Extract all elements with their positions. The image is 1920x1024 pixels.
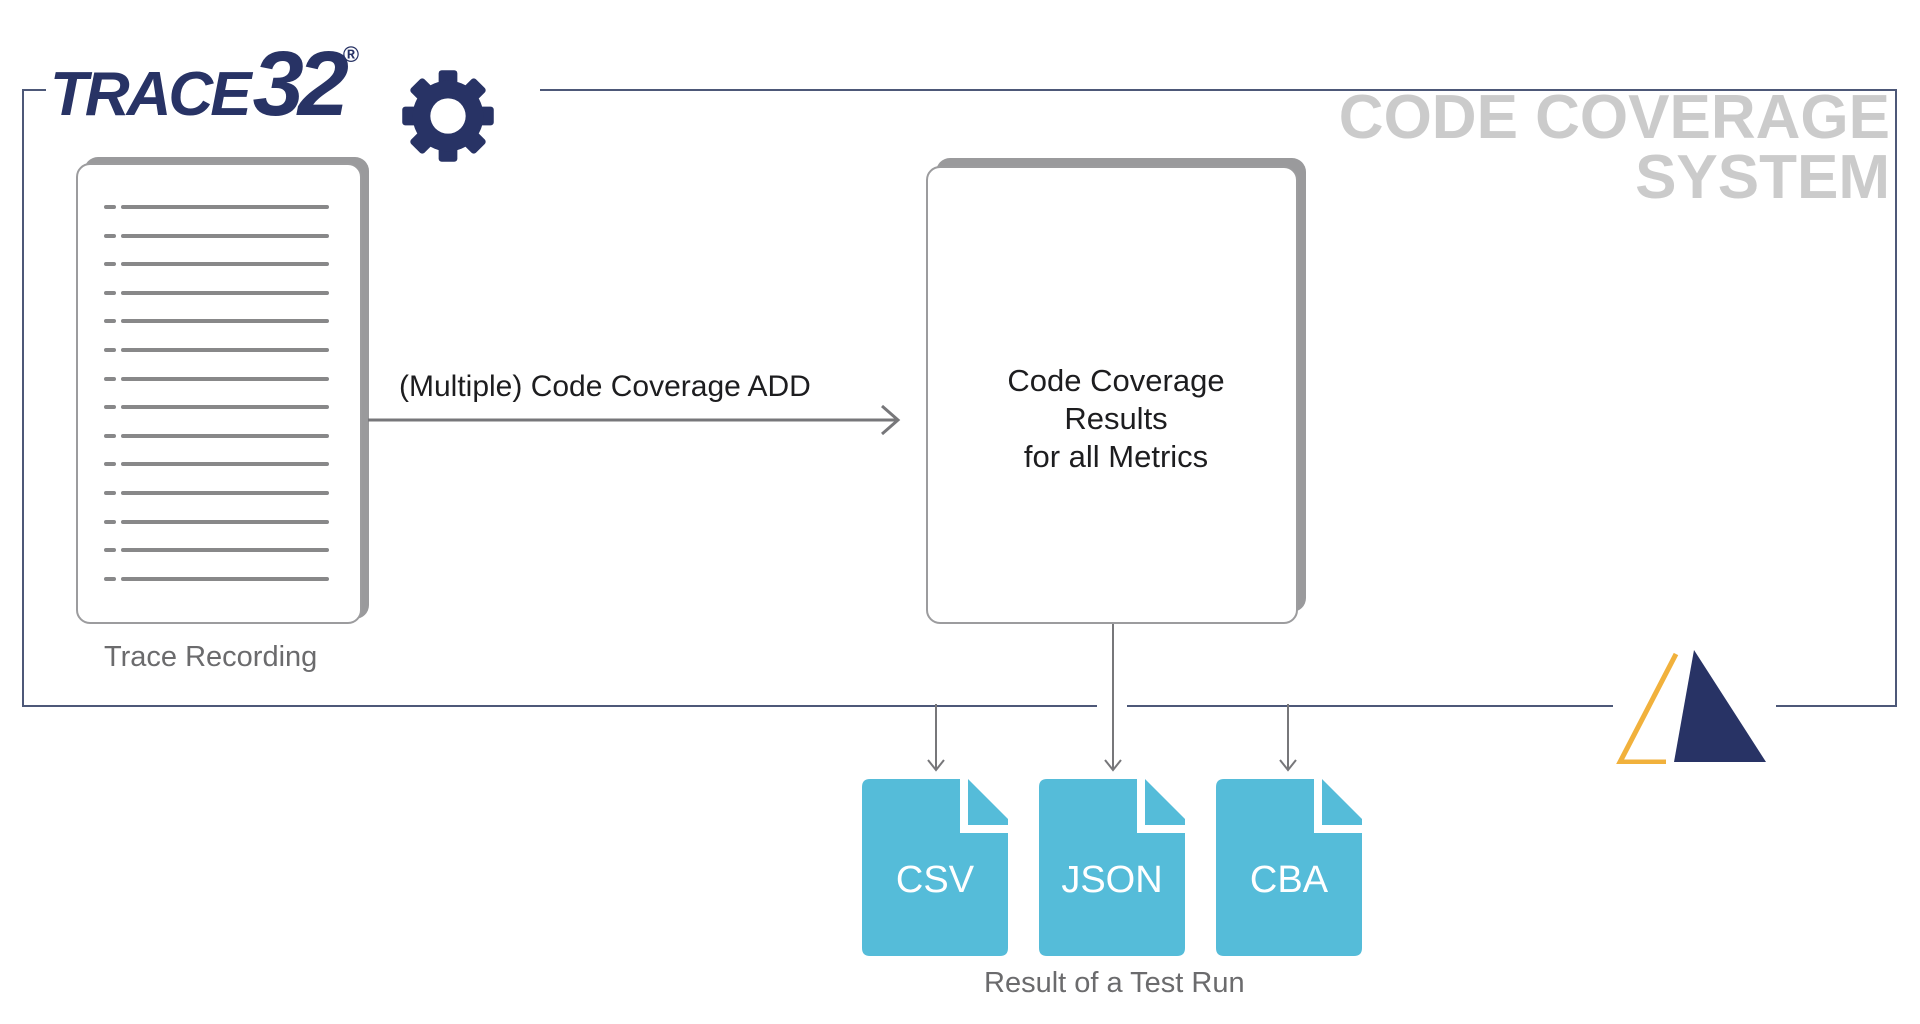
triangle-logo-icon [1616, 650, 1766, 764]
frame-top-right [540, 89, 1896, 91]
csv-arrow-head [927, 759, 945, 772]
document-line [121, 234, 329, 238]
document-line [121, 491, 329, 495]
file-csv: CSV [862, 779, 1008, 956]
system-title-line1: CODE COVERAGE [1338, 83, 1890, 152]
arrow-label: (Multiple) Code Coverage ADD [399, 370, 811, 403]
document-line [121, 262, 329, 266]
file-icon [862, 779, 1008, 956]
document-line-marker [104, 205, 116, 209]
document-line [121, 434, 329, 438]
registered-mark: ® [342, 42, 360, 67]
document-line [121, 577, 329, 581]
system-title-line2: SYSTEM [1635, 143, 1890, 212]
gear-icon [402, 70, 494, 162]
file-json: JSON [1039, 779, 1185, 956]
outputs-caption: Result of a Test Run [984, 967, 1245, 999]
document-line [121, 520, 329, 524]
frame-bottom-left [22, 705, 1097, 707]
document-line-marker [104, 291, 116, 295]
results-text: Code Coverage Results for all Metrics [926, 362, 1306, 476]
document-line-marker [104, 262, 116, 266]
document-line-marker [104, 577, 116, 581]
document-line [121, 405, 329, 409]
trace32-logo: TRACE32® [50, 32, 359, 137]
document-line-marker [104, 548, 116, 552]
document-line [121, 205, 329, 209]
file-cba: CBA [1216, 779, 1362, 956]
frame-top-left [22, 89, 46, 91]
file-json-label: JSON [1061, 859, 1163, 901]
logo-word: TRACE [50, 60, 252, 129]
results-line3: for all Metrics [1023, 439, 1209, 474]
cba-arrow-head [1279, 759, 1297, 772]
add-arrow-head [881, 404, 901, 436]
document-line-marker [104, 462, 116, 466]
document-line [121, 348, 329, 352]
file-icon [1216, 779, 1362, 956]
document-line-marker [104, 491, 116, 495]
document-line [121, 319, 329, 323]
frame-bottom-right [1776, 705, 1897, 707]
document-icon [76, 163, 362, 624]
document-line [121, 462, 329, 466]
json-arrow-head [1104, 759, 1122, 772]
document-line-marker [104, 405, 116, 409]
frame-bottom-mid [1127, 705, 1613, 707]
document-line-marker [104, 234, 116, 238]
document-line [121, 377, 329, 381]
document-line-marker [104, 319, 116, 323]
document-line-marker [104, 520, 116, 524]
file-csv-label: CSV [895, 859, 975, 901]
results-box [926, 166, 1298, 624]
document-line-marker [104, 377, 116, 381]
document-line [121, 291, 329, 295]
frame-right [1895, 89, 1897, 707]
document-line-marker [104, 348, 116, 352]
logo-number: 32 [252, 33, 349, 135]
file-cba-label: CBA [1249, 859, 1329, 901]
document-line [121, 548, 329, 552]
results-line2: Results [1064, 401, 1168, 436]
frame-left [22, 89, 24, 707]
system-title: CODE COVERAGE SYSTEM [1338, 83, 1890, 212]
file-icon [1039, 779, 1185, 956]
trace-recording-label: Trace Recording [104, 641, 318, 673]
document-line-marker [104, 434, 116, 438]
results-line1: Code Coverage [1007, 363, 1225, 398]
